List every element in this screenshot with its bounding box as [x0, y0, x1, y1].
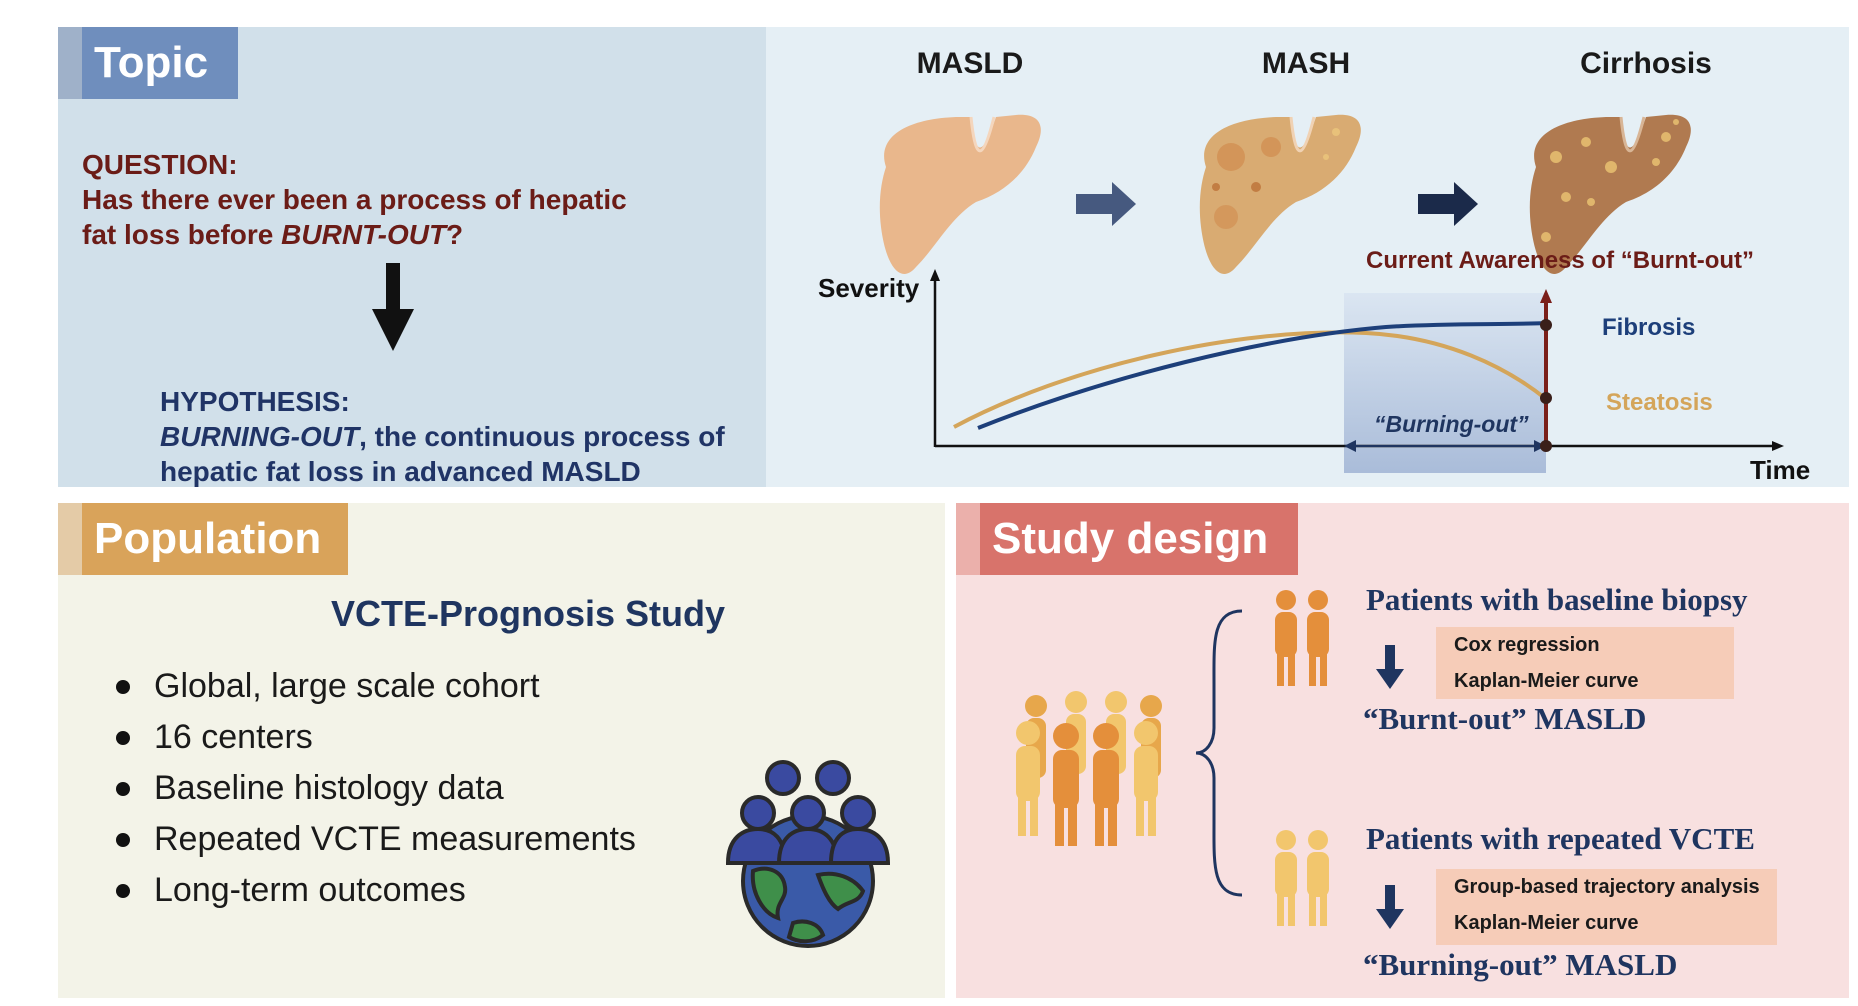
burning-out-label: “Burning-out” — [1374, 411, 1529, 437]
current-awareness-annotation: Current Awareness of “Burnt-out” — [1366, 247, 1755, 274]
question-line-1: Has there ever been a process of hepatic — [82, 184, 627, 215]
group2-outcome: “Burning-out” MASLD — [1363, 947, 1678, 982]
bullet-icon — [116, 781, 130, 796]
question-line-2: fat loss before BURNT-OUT? — [82, 219, 464, 250]
steatosis-point — [1540, 392, 1552, 404]
hypothesis-line-2: hepatic fat loss in advanced MASLD — [160, 456, 641, 487]
hypothesis-line-1: BURNING-OUT, the continuous process of — [160, 421, 725, 452]
burnt-out-emphasis: BURNT-OUT — [281, 219, 447, 250]
group2-title: Patients with repeated VCTE — [1366, 821, 1755, 856]
fibrosis-point — [1540, 319, 1552, 331]
right-arrow-icon-1 — [1076, 182, 1136, 226]
time-point — [1540, 440, 1552, 452]
crowd-front-row — [1016, 721, 1158, 846]
topic-header: Topic — [82, 27, 238, 99]
list-item: Long-term outcomes — [116, 865, 636, 916]
group1-method-2: Kaplan-Meier curve — [1454, 670, 1639, 692]
group1-title: Patients with baseline biopsy — [1366, 582, 1748, 617]
bullet-icon — [116, 832, 130, 847]
population-title: VCTE-Prognosis Study — [330, 593, 726, 634]
awareness-marker-arrowhead — [1540, 289, 1552, 303]
biopsy-patients-icon — [1275, 590, 1329, 686]
group2-method-2: Kaplan-Meier curve — [1454, 912, 1639, 934]
span-left-arrowhead — [1344, 440, 1356, 452]
group1-down-arrow-icon — [1376, 645, 1404, 689]
y-axis-arrowhead — [930, 269, 940, 281]
population-header: Population — [82, 503, 348, 575]
crowd-icon — [1016, 691, 1162, 846]
bullet-icon — [116, 679, 130, 694]
progression-panel: MASLD MASH Cirrhosis — [766, 27, 1849, 487]
population-bullets: Global, large scale cohort 16 centers Ba… — [116, 661, 636, 916]
global-cohort-icon — [725, 760, 891, 948]
liver-progression-illustration — [879, 114, 1691, 274]
group2-down-arrow-icon — [1376, 885, 1404, 929]
list-item: Baseline histology data — [116, 763, 636, 814]
steatosis-label: Steatosis — [1606, 389, 1713, 416]
bullet-icon — [116, 883, 130, 898]
population-panel: Population VCTE-Prognosis Study Global, … — [58, 503, 945, 998]
branch-brace — [1195, 609, 1243, 897]
study-header: Study design — [980, 503, 1298, 575]
list-item: 16 centers — [116, 712, 636, 763]
topic-panel: Topic QUESTION: Has there ever been a pr… — [58, 27, 766, 487]
y-axis-label: Severity — [818, 273, 920, 303]
masld-liver-icon — [879, 114, 1041, 274]
stage-label-masld: MASLD — [916, 47, 1024, 80]
list-item: Repeated VCTE measurements — [116, 814, 636, 865]
study-header-accent — [956, 503, 980, 575]
question-label: QUESTION: — [82, 149, 238, 180]
bullet-icon — [116, 730, 130, 745]
group2-method-1: Group-based trajectory analysis — [1454, 876, 1760, 898]
group2-methods-box: Group-based trajectory analysis Kaplan-M… — [1436, 869, 1777, 945]
group1-methods-box: Cox regression Kaplan-Meier curve — [1436, 627, 1734, 699]
hypothesis-label: HYPOTHESIS: — [160, 386, 350, 417]
group1-outcome: “Burnt-out” MASLD — [1363, 701, 1647, 736]
severity-time-chart — [930, 269, 1784, 473]
right-arrow-icon-2 — [1418, 182, 1478, 226]
stage-label-cirrhosis: Cirrhosis — [1580, 47, 1712, 80]
population-header-accent — [58, 503, 82, 575]
fibrosis-curve — [977, 321, 1547, 430]
burning-out-emphasis: BURNING-OUT — [160, 421, 360, 452]
list-item: Global, large scale cohort — [116, 661, 636, 712]
mash-liver-icon — [1199, 114, 1361, 274]
topic-header-accent — [58, 27, 82, 99]
group1-method-1: Cox regression — [1454, 634, 1600, 656]
x-axis-arrowhead — [1772, 441, 1784, 451]
x-axis-label: Time — [1750, 455, 1811, 485]
fibrosis-label: Fibrosis — [1602, 314, 1696, 341]
down-arrow-icon — [372, 263, 414, 351]
study-design-panel: Study design Patients with baseline bio — [956, 503, 1849, 998]
cirrhosis-liver-icon — [1529, 114, 1691, 274]
stage-label-mash: MASH — [1261, 47, 1351, 80]
vcte-patients-icon — [1275, 830, 1329, 926]
